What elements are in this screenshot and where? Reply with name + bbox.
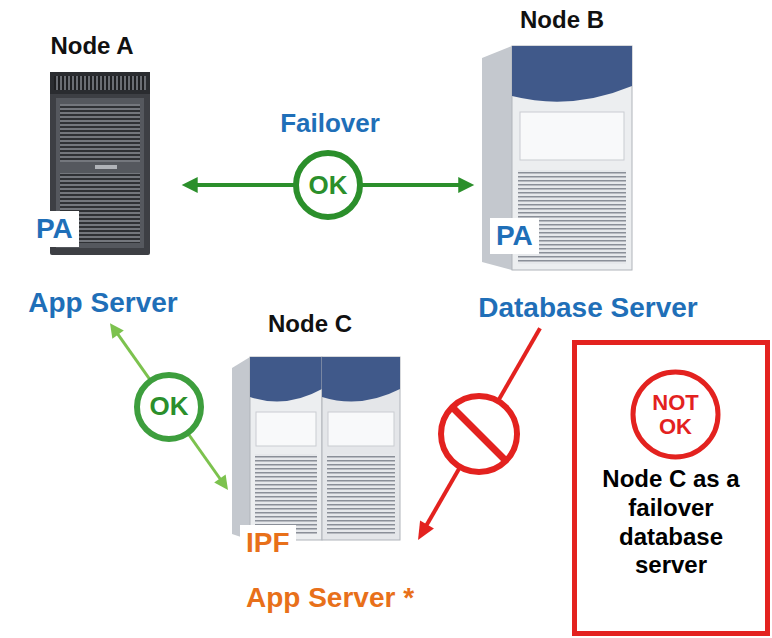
platform-tag: PA bbox=[490, 218, 539, 254]
connector bbox=[424, 328, 540, 529]
server-grille bbox=[327, 454, 395, 534]
server-illustration bbox=[482, 46, 632, 270]
server-badge bbox=[95, 165, 117, 169]
server-side bbox=[232, 357, 250, 540]
server-vent bbox=[54, 76, 146, 90]
server-front bbox=[250, 357, 322, 540]
ok-badge: OK bbox=[134, 372, 204, 442]
prohibited-symbol bbox=[441, 396, 517, 472]
server-node: Node C IPF App Server * bbox=[228, 306, 418, 618]
server-role: App Server bbox=[28, 287, 177, 319]
server-node: Node B PA Database Server bbox=[474, 2, 701, 328]
node-name: Node B bbox=[520, 6, 604, 34]
edge-caption: Failover bbox=[280, 108, 380, 139]
server-grille bbox=[255, 454, 317, 534]
warning-text: Node C as a failover database server bbox=[601, 465, 741, 580]
arrow-head bbox=[110, 323, 124, 338]
server-role: Database Server bbox=[478, 292, 697, 324]
server-panel bbox=[256, 412, 316, 446]
node-name: Node C bbox=[268, 310, 352, 338]
server-top bbox=[50, 72, 150, 94]
platform-tag: PA bbox=[30, 211, 79, 247]
server-role: App Server * bbox=[246, 582, 414, 614]
server-illustration bbox=[232, 357, 400, 540]
arrow-head bbox=[182, 177, 198, 193]
node-name: Node A bbox=[50, 32, 133, 60]
server-grille bbox=[60, 104, 140, 162]
server-panel bbox=[520, 112, 624, 160]
status-text: NOT OK bbox=[630, 369, 721, 460]
platform-tag: IPF bbox=[240, 525, 296, 561]
warning-panel: Node C as a failover database serverNOT … bbox=[572, 340, 770, 636]
server-cap bbox=[322, 357, 400, 402]
connector-group bbox=[418, 328, 540, 540]
ok-badge: OK bbox=[293, 150, 363, 220]
connector-group bbox=[110, 323, 228, 490]
arrow-head bbox=[214, 475, 228, 490]
connector bbox=[116, 331, 223, 482]
server-node: Node A PA App Server bbox=[24, 28, 181, 323]
server-cap bbox=[250, 357, 322, 402]
server-cap bbox=[512, 46, 632, 102]
arrow-head bbox=[418, 520, 434, 540]
arrow-head bbox=[458, 177, 474, 193]
prohibited-slash bbox=[453, 408, 505, 460]
server-front bbox=[322, 357, 400, 540]
prohibited-circle bbox=[441, 396, 517, 472]
status-circle: NOT OK bbox=[630, 369, 721, 460]
server-panel bbox=[328, 412, 394, 446]
